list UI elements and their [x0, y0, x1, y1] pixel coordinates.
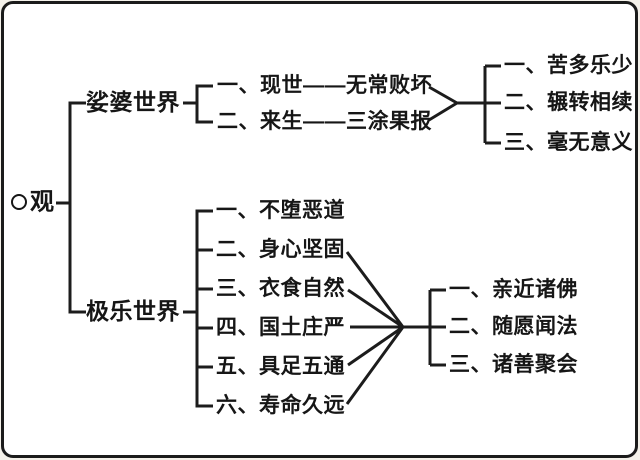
bliss-result-3: 三、诸善聚会: [449, 353, 578, 377]
circle-marker-icon: [11, 194, 27, 210]
saha-bracket: [183, 84, 213, 124]
root-label: 观: [30, 188, 55, 216]
bliss-item-6: 六、寿命久远: [216, 394, 345, 418]
bliss-result-2: 二、随愿闻法: [449, 315, 578, 339]
saha-result-2: 二、辗转相续: [504, 91, 633, 115]
bliss-results-bracket: [428, 288, 446, 367]
root-connector: [56, 101, 86, 314]
branch-bliss-label: 极乐世界: [86, 298, 180, 325]
saha-result-3: 三、毫无意义: [504, 131, 633, 155]
bliss-item-1: 一、不堕恶道: [216, 199, 345, 223]
bliss-bracket: [183, 209, 213, 408]
bliss-item-3: 三、衣食自然: [216, 277, 345, 301]
bliss-result-1: 一、亲近诸佛: [449, 278, 578, 302]
saha-item-1: 一、现世——无常败坏: [217, 74, 432, 98]
saha-results-bracket: [483, 64, 501, 145]
saha-result-1: 一、苦多乐少: [504, 54, 633, 78]
saha-item-2: 二、来生——三涂果报: [217, 110, 432, 134]
bliss-item-5: 五、具足五通: [216, 355, 345, 379]
branch-saha-label: 娑婆世界: [86, 89, 180, 116]
saha-converge-lines: [428, 85, 501, 122]
bliss-item-2: 二、身心坚固: [216, 238, 345, 262]
bliss-fan-lines: [345, 251, 446, 405]
bliss-item-4: 四、国土庄严: [216, 316, 345, 340]
